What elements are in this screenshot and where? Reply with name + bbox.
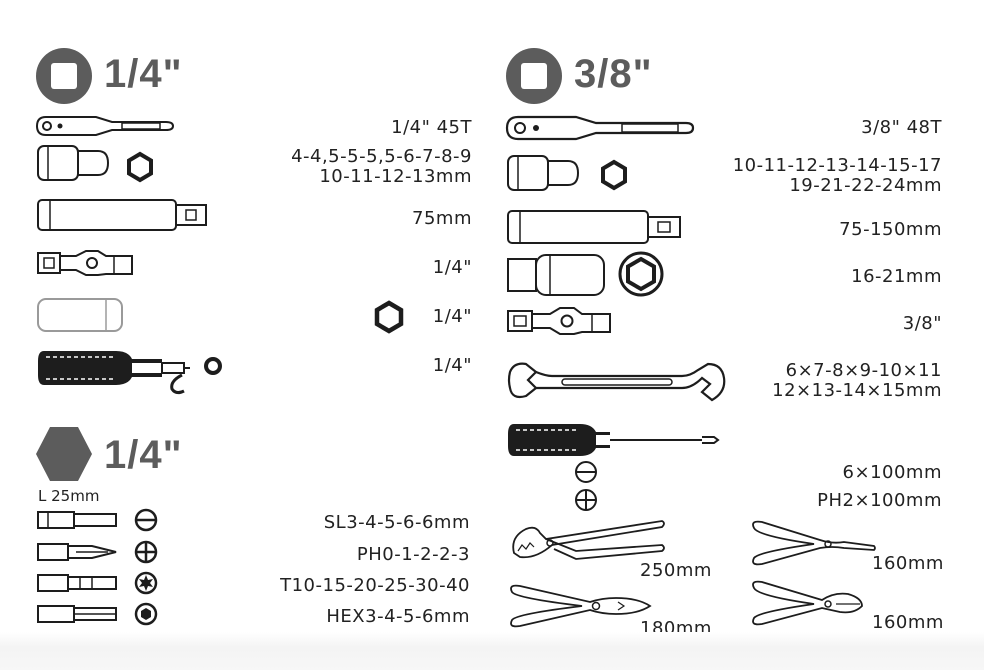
socket-spec-right-1: 10-11-12-13-14-15-17 xyxy=(732,155,942,176)
socket-icon xyxy=(507,155,580,191)
pliers-spec: 160mm xyxy=(872,612,944,633)
extension-spec-left: 75mm xyxy=(412,208,472,229)
spark-spec-right: 16-21mm xyxy=(851,266,942,287)
wrench-spec-1: 6×7-8×9-10×11 xyxy=(785,360,942,381)
slotted-icon xyxy=(134,508,158,532)
screwdriver-spec-phillips: PH2×100mm xyxy=(817,490,942,511)
hex-icon xyxy=(134,602,158,626)
pliers-spec: 250mm xyxy=(640,560,712,581)
bit-icon xyxy=(37,574,117,592)
combination-pliers-icon xyxy=(510,584,652,628)
bit-length-label: L 25mm xyxy=(38,487,100,505)
bits-heading: 1/4" xyxy=(104,433,183,477)
hex-drive-icon xyxy=(36,427,92,481)
bit-spec: T10-15-20-25-30-40 xyxy=(280,575,470,596)
slotted-icon xyxy=(575,461,597,483)
ratchet-spec-left: 1/4" 45T xyxy=(391,117,472,138)
phillips-icon xyxy=(134,540,158,564)
bit-spec: PH0-1-2-2-3 xyxy=(356,544,470,565)
torx-icon xyxy=(134,571,158,595)
bottom-fade xyxy=(0,632,984,670)
bit-icon xyxy=(37,511,117,529)
hex-socket-end-icon xyxy=(601,159,627,191)
pliers-spec: 160mm xyxy=(872,553,944,574)
spark-plug-socket-icon xyxy=(507,254,605,296)
ratchet-icon xyxy=(505,115,695,141)
bit-spec: HEX3-4-5-6mm xyxy=(326,606,470,627)
ujoint-spec-right: 3/8" xyxy=(902,313,942,334)
wrench-icon xyxy=(507,362,726,402)
diagonal-cutters-icon xyxy=(752,580,863,626)
hex-socket-end-icon xyxy=(618,251,664,297)
socket-spec-left-2: 10-11-12-13mm xyxy=(319,166,472,187)
ring-icon xyxy=(204,357,222,375)
socket-heading-left: 1/4" xyxy=(104,52,183,96)
water-pump-pliers-icon xyxy=(512,520,665,560)
bit-icon xyxy=(37,543,117,561)
ujoint-spec-left: 1/4" xyxy=(432,257,472,278)
long-nose-pliers-icon xyxy=(752,520,876,566)
socket-spec-left-1: 4-4,5-5-5,5-6-7-8-9 xyxy=(291,146,472,167)
bitdriver-spec-left: 1/4" xyxy=(432,355,472,376)
hex-socket-end-icon xyxy=(374,300,404,334)
extension-bar-icon xyxy=(507,210,681,244)
hex-socket-end-icon xyxy=(127,151,153,183)
universal-joint-icon xyxy=(507,307,611,335)
bit-driver-icon xyxy=(38,351,190,395)
spark-spec-left: 1/4" xyxy=(432,306,472,327)
wrench-spec-2: 12×13-14×15mm xyxy=(772,380,942,401)
bit-spec: SL3-4-5-6-6mm xyxy=(323,512,470,533)
ratchet-spec-right: 3/8" 48T xyxy=(861,117,942,138)
extension-spec-right: 75-150mm xyxy=(839,219,942,240)
universal-joint-icon xyxy=(37,250,133,276)
socket-icon xyxy=(37,145,110,181)
phillips-icon xyxy=(575,489,597,511)
screwdriver-spec-slotted: 6×100mm xyxy=(842,462,942,483)
spark-plug-socket-icon xyxy=(37,298,123,332)
bit-icon xyxy=(37,605,117,623)
socket-heading-right: 3/8" xyxy=(574,52,653,96)
socket-spec-right-2: 19-21-22-24mm xyxy=(789,175,942,196)
square-drive-icon xyxy=(36,48,92,104)
square-drive-icon xyxy=(506,48,562,104)
extension-bar-icon xyxy=(37,199,207,231)
screwdriver-icon xyxy=(508,424,720,456)
ratchet-icon xyxy=(35,116,175,136)
